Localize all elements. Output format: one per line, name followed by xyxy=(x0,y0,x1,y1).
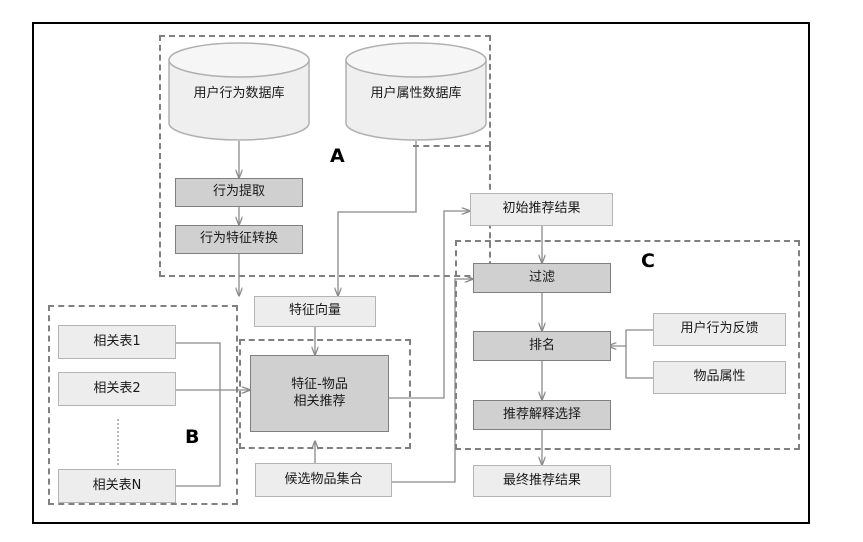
node-behavior-feature-transform[interactable]: 行为特征转换 xyxy=(175,225,303,254)
group-b-region xyxy=(48,305,238,505)
group-a-region-top-right xyxy=(413,35,491,147)
group-label-c: C xyxy=(641,250,655,272)
node-final-recommend-result[interactable]: 最终推荐结果 xyxy=(473,465,611,497)
group-a-region-left xyxy=(159,35,415,277)
relation-table-ellipsis-icon xyxy=(117,419,119,465)
node-candidate-item-set[interactable]: 候选物品集合 xyxy=(255,463,392,497)
database-user-attribute-label: 用户属性数据库 xyxy=(370,86,462,101)
group-c-region xyxy=(455,240,800,450)
database-user-behavior: 用户行为数据库 xyxy=(168,42,310,141)
node-ranking[interactable]: 排名 xyxy=(473,331,611,361)
database-user-attribute: 用户属性数据库 xyxy=(345,42,487,141)
node-relation-table-1[interactable]: 相关表1 xyxy=(58,325,176,359)
group-a-step-line xyxy=(413,145,491,147)
node-feature-item-recommend[interactable]: 特征-物品 相关推荐 xyxy=(250,355,389,432)
database-user-behavior-label: 用户行为数据库 xyxy=(193,86,285,101)
node-relation-table-2[interactable]: 相关表2 xyxy=(58,372,176,406)
node-item-attribute[interactable]: 物品属性 xyxy=(653,361,786,394)
node-filter[interactable]: 过滤 xyxy=(473,263,611,293)
node-recommend-explanation-select[interactable]: 推荐解释选择 xyxy=(473,400,611,430)
group-label-a: A xyxy=(330,145,345,167)
group-label-b: B xyxy=(185,426,200,448)
recommend-core-region xyxy=(239,339,411,449)
node-initial-recommend-result[interactable]: 初始推荐结果 xyxy=(470,193,613,226)
node-feature-vector[interactable]: 特征向量 xyxy=(254,296,376,327)
node-behavior-extraction[interactable]: 行为提取 xyxy=(175,178,303,207)
node-user-behavior-feedback[interactable]: 用户行为反馈 xyxy=(653,313,786,346)
group-a-region-bottom-edge xyxy=(413,145,491,277)
node-relation-table-n[interactable]: 相关表N xyxy=(58,469,176,503)
